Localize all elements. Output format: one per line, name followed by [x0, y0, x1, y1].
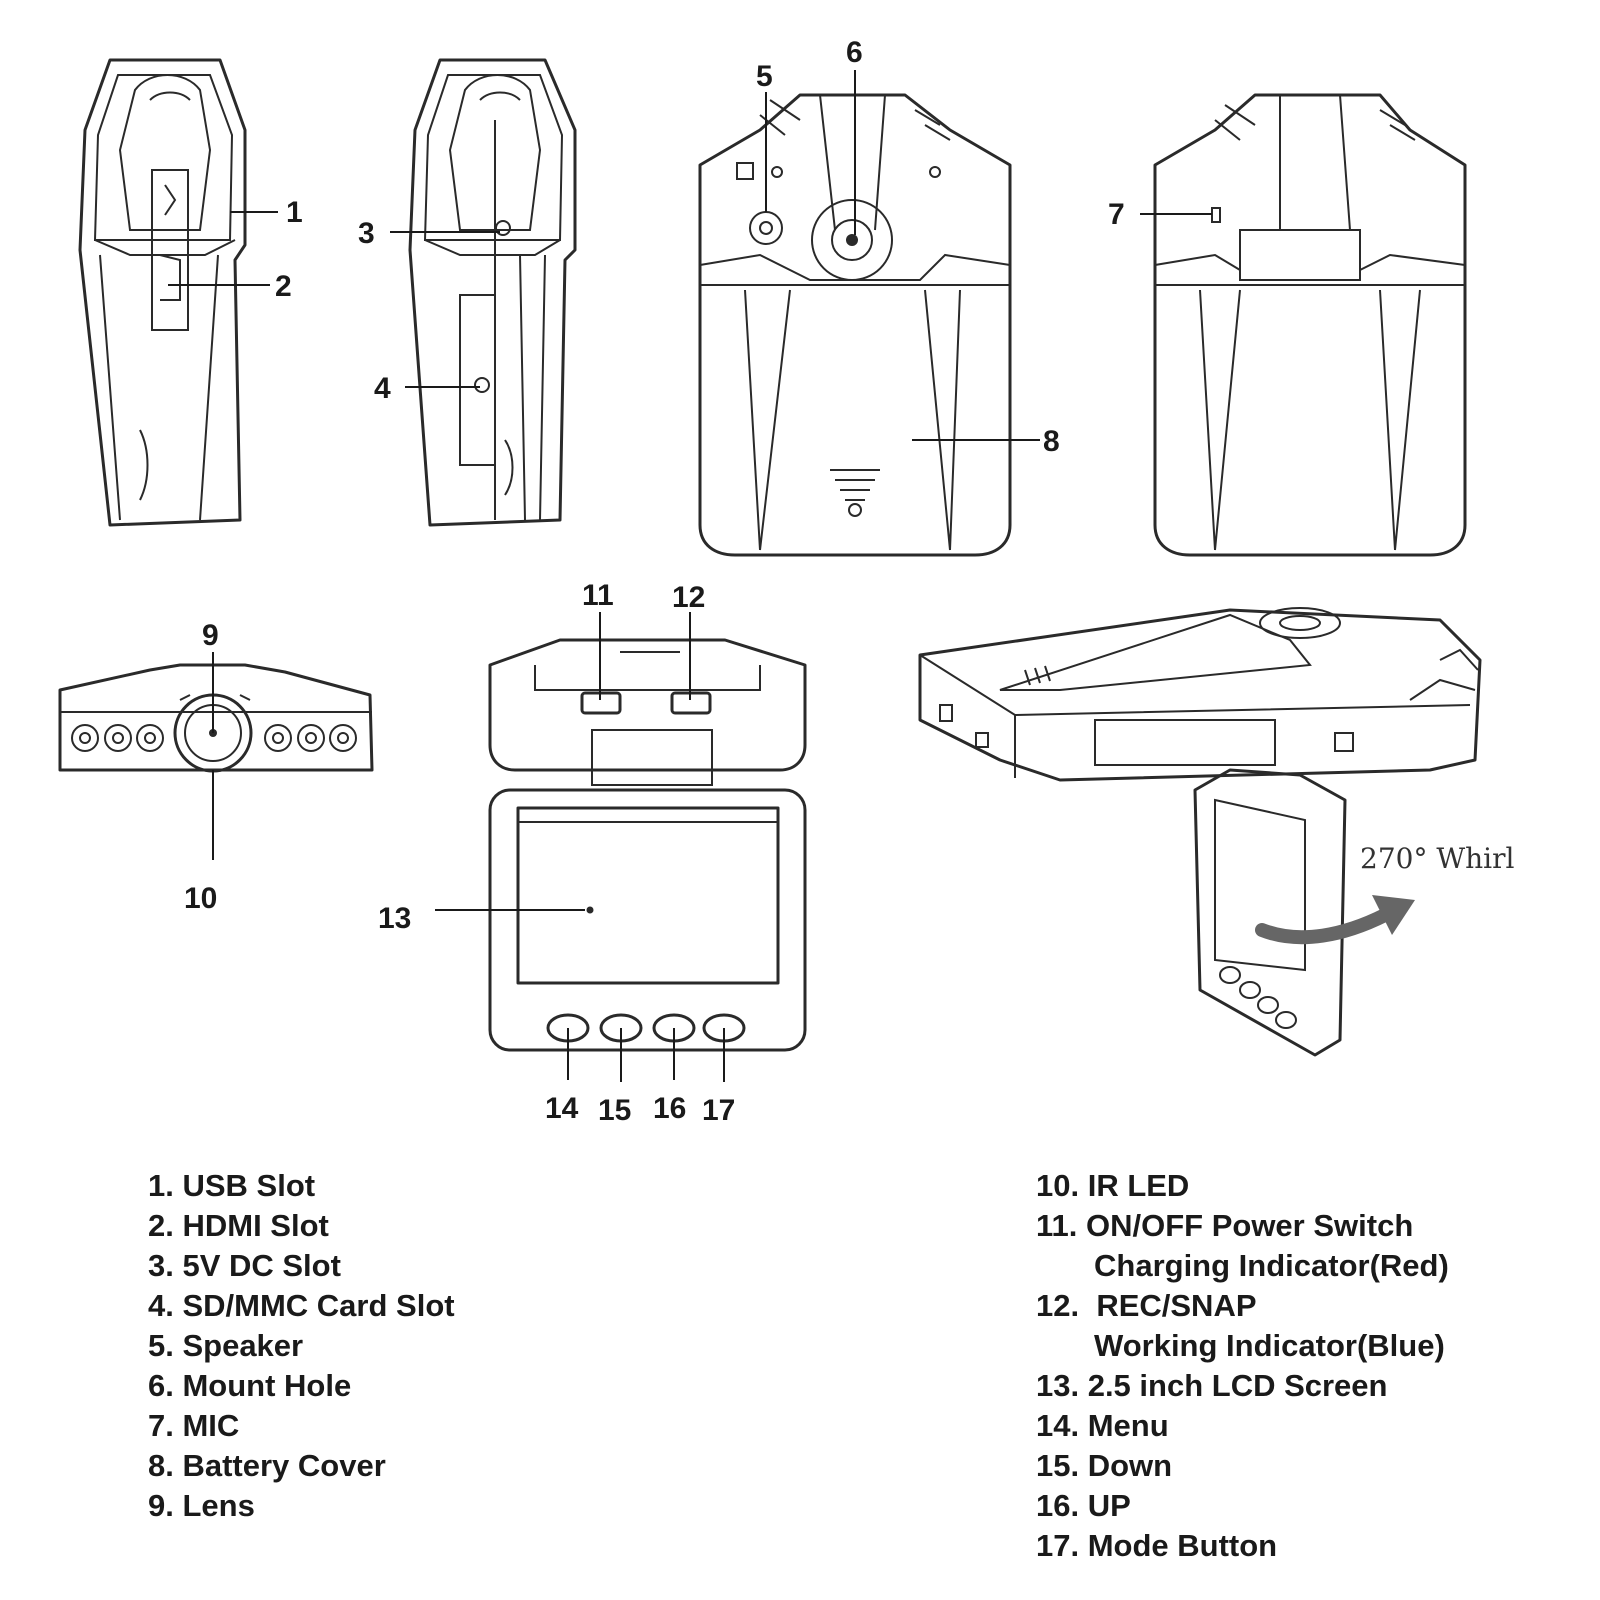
- callout-1: 1: [286, 196, 303, 229]
- legend-item: 4. SD/MMC Card Slot: [148, 1288, 455, 1323]
- back-view-right: [1153, 93, 1467, 557]
- legend-item: 14. Menu: [1036, 1408, 1169, 1443]
- callout-2: 2: [275, 270, 292, 303]
- legend-item: 13. 2.5 inch LCD Screen: [1036, 1368, 1388, 1403]
- legend-item: Working Indicator(Blue): [1094, 1328, 1445, 1363]
- rotation-label: 270° Whirl: [1360, 842, 1514, 875]
- legend-item: 15. Down: [1036, 1448, 1173, 1483]
- legend-item: 8. Battery Cover: [148, 1448, 386, 1483]
- side-view-right: [408, 58, 577, 527]
- callout-14: 14: [545, 1092, 579, 1125]
- side-view-left: [78, 58, 247, 527]
- back-view-left: [698, 93, 1012, 557]
- callout-12: 12: [672, 581, 705, 614]
- callout-5: 5: [756, 60, 773, 93]
- callout-numbers: 1 2 3 4 5 6 7 8 9 10 11 12 13 14 15 16 1…: [184, 36, 1125, 1127]
- front-view: [58, 663, 374, 773]
- legend-item: 17. Mode Button: [1036, 1528, 1278, 1563]
- callout-16: 16: [653, 1092, 686, 1125]
- legend-item: 3. 5V DC Slot: [148, 1248, 341, 1283]
- legend-item: 1. USB Slot: [148, 1168, 316, 1203]
- callout-7: 7: [1108, 198, 1125, 231]
- legend-item: 9. Lens: [148, 1488, 255, 1523]
- legend-item: 11. ON/OFF Power Switch: [1036, 1208, 1414, 1243]
- legend-item: 6. Mount Hole: [148, 1368, 352, 1403]
- callout-17: 17: [702, 1094, 735, 1127]
- callout-6: 6: [846, 36, 863, 69]
- callout-4: 4: [374, 372, 391, 405]
- perspective-view: 270° Whirl: [918, 607, 1514, 1057]
- legend-left: 1. USB Slot 2. HDMI Slot 3. 5V DC Slot 4. S…: [148, 1166, 455, 1526]
- callout-9: 9: [202, 619, 219, 652]
- legend-item: 5. Speaker: [148, 1328, 304, 1363]
- top-lcd-view: [488, 638, 807, 1052]
- callout-8: 8: [1043, 425, 1060, 458]
- leader-lines: [168, 70, 1212, 1082]
- legend-item: 2. HDMI Slot: [148, 1208, 329, 1243]
- legend-item: 12. REC/SNAP: [1036, 1288, 1257, 1323]
- callout-15: 15: [598, 1094, 631, 1127]
- legend-item: 10. IR LED: [1036, 1168, 1190, 1203]
- callout-13: 13: [378, 902, 411, 935]
- callout-3: 3: [358, 217, 375, 250]
- legend-item: Charging Indicator(Red): [1094, 1248, 1449, 1283]
- legend-item: 7. MIC: [148, 1408, 240, 1443]
- callout-10: 10: [184, 882, 217, 915]
- legend-item: 16. UP: [1036, 1488, 1131, 1523]
- callout-11: 11: [582, 579, 614, 612]
